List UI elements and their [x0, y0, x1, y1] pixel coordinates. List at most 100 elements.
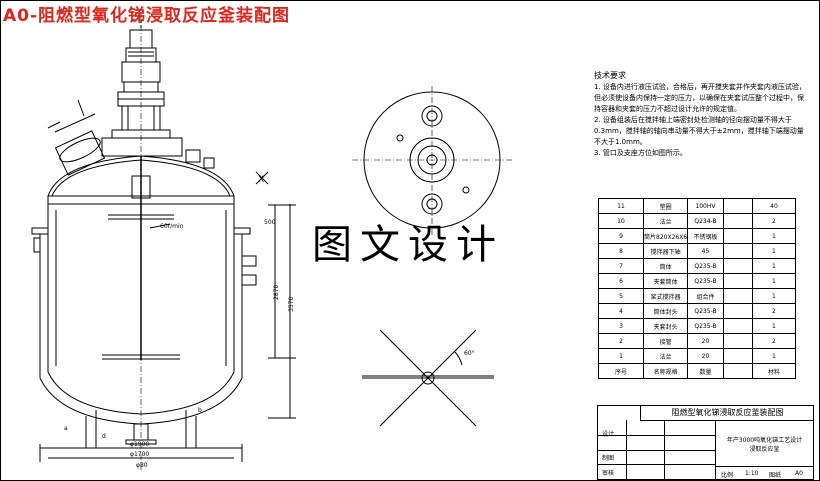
- parts-table-cell: [722, 288, 753, 304]
- parts-table-cell: [722, 303, 753, 319]
- dim-d2: φ1700: [130, 451, 149, 458]
- parts-table-cell: 2: [751, 333, 797, 349]
- parts-table-cell: [722, 213, 753, 229]
- dim-d1: φ1900: [130, 441, 149, 448]
- parts-table-cell: 7: [598, 258, 644, 274]
- parts-table-cell: Q235-B: [687, 258, 724, 274]
- parts-table-cell: Q235-B: [687, 273, 724, 289]
- drawing-label: 制图: [602, 455, 615, 462]
- parts-table-cell: 100HV: [687, 198, 724, 214]
- watermark: 图文设计: [312, 222, 504, 268]
- parts-table-cell: [722, 198, 753, 214]
- parts-table-cell: 10: [598, 213, 644, 229]
- parts-table-cell: 1: [751, 258, 797, 274]
- parts-table-cell: Q235-B: [687, 318, 724, 334]
- parts-table-cell: 1: [598, 348, 644, 364]
- mark-x: X: [258, 175, 264, 185]
- parts-table-cell: 1: [751, 228, 797, 244]
- tech-line-1: 1. 设备内进行液压试验，合格后，再开搅夹套并作夹套内液压试验，但必须使设备内保…: [594, 83, 806, 113]
- parts-table-cell: [722, 363, 753, 379]
- parts-table-cell: Q234-B: [687, 213, 724, 229]
- design-label: 设计: [602, 431, 615, 438]
- dim-d3: φ80: [136, 462, 148, 469]
- blade-plan-view: [362, 329, 494, 427]
- parts-table-cell: 组合件: [687, 288, 724, 304]
- parts-table-cell: 1: [751, 288, 797, 304]
- parts-table-cell: 2: [751, 303, 797, 319]
- parts-table-cell: [722, 258, 753, 274]
- parts-table-cell: 夹套筒体: [642, 273, 689, 289]
- parts-table-cell: 1: [751, 348, 797, 364]
- drawing-title: A0-阻燃型氧化锑浸取反应釜装配图: [3, 6, 291, 26]
- tech-line-2: 2. 设备组装后在搅拌轴上端密封处检测轴的径向摆动量不得大于0.3mm，搅拌轴的…: [594, 116, 804, 146]
- parts-table-cell: 不锈钢板: [687, 228, 724, 244]
- parts-table-cell: 数量: [687, 363, 724, 379]
- dim-h2: 3570: [288, 297, 295, 312]
- parts-table-cell: 40: [751, 198, 797, 214]
- title-block-name: 阻燃型氧化锑浸取反应釜装配图: [640, 406, 814, 421]
- mark-b: b: [198, 407, 202, 414]
- speed-label: 60r/min: [160, 223, 184, 230]
- parts-table-cell: [722, 273, 753, 289]
- parts-table-cell: 法兰: [642, 348, 689, 364]
- parts-table-cell: 桨式搅拌器: [642, 288, 689, 304]
- tech-requirements-heading: 技术要求: [594, 71, 626, 80]
- parts-table-cell: [722, 318, 753, 334]
- parts-table-cell: 法兰: [642, 213, 689, 229]
- parts-table-cell: 11: [598, 198, 644, 214]
- project-name: 年产3000吨氧化锑工艺设计 浸取反应釜: [726, 437, 803, 453]
- parts-table-cell: 筒体: [642, 258, 689, 274]
- parts-table-cell: 20: [687, 333, 724, 349]
- parts-table-cell: [722, 348, 753, 364]
- parts-table-cell: 1: [751, 243, 797, 259]
- parts-table-cell: 6: [598, 273, 644, 289]
- parts-table-cell: 5: [598, 288, 644, 304]
- parts-table-cell: 名称规格: [642, 363, 689, 379]
- parts-table-cell: 材料: [751, 363, 797, 379]
- tech-line-3: 3. 管口及支座方位如图所示。: [594, 149, 687, 157]
- parts-table-cell: 接管: [642, 333, 689, 349]
- parts-table-cell: 1: [751, 318, 797, 334]
- dim-h3: 500: [264, 219, 276, 226]
- parts-table-cell: 筒体封头: [642, 303, 689, 319]
- mark-a: a: [64, 425, 68, 432]
- title-block: 阻燃型氧化锑浸取反应釜装配图 设计 制图 审核 年产3000吨氧化锑工艺设计 浸…: [597, 405, 814, 480]
- tech-requirements-body: 1. 设备内进行液压试验，合格后，再开搅夹套并作夹套内液压试验，但必须使设备内保…: [594, 82, 808, 159]
- review-label: 审核: [602, 470, 615, 477]
- parts-table-cell: 9: [598, 228, 644, 244]
- parts-table-cell: 8: [598, 243, 644, 259]
- parts-table-cell: 2: [598, 333, 644, 349]
- motor-drive: [101, 20, 183, 157]
- parts-table-cell: 夹套封头: [642, 318, 689, 334]
- parts-table-cell: 20: [687, 348, 724, 364]
- parts-table-cell: 序号: [598, 363, 644, 379]
- mark-d: d: [102, 433, 106, 440]
- parts-table-header: 序号名称规格数量 材料: [598, 363, 797, 379]
- parts-table-cell: 4: [598, 303, 644, 319]
- parts-table-cell: 垫圈: [642, 198, 689, 214]
- dim-h1: 2870: [273, 285, 280, 300]
- parts-table-cell: 2: [751, 213, 797, 229]
- dim-angle: 60°: [464, 350, 475, 357]
- top-view: [352, 86, 512, 236]
- title-block-bottom: 比例 1:10 图纸 A0: [715, 466, 813, 480]
- parts-table-cell: 筒片820X26X6: [642, 228, 689, 244]
- parts-table-cell: Q235-B: [687, 303, 724, 319]
- manhole-nozzle: [47, 99, 106, 176]
- parts-table-cell: 1: [751, 273, 797, 289]
- parts-table-cell: 搅拌器下轴: [642, 243, 689, 259]
- parts-table-cell: [722, 243, 753, 259]
- parts-table-cell: 45: [687, 243, 724, 259]
